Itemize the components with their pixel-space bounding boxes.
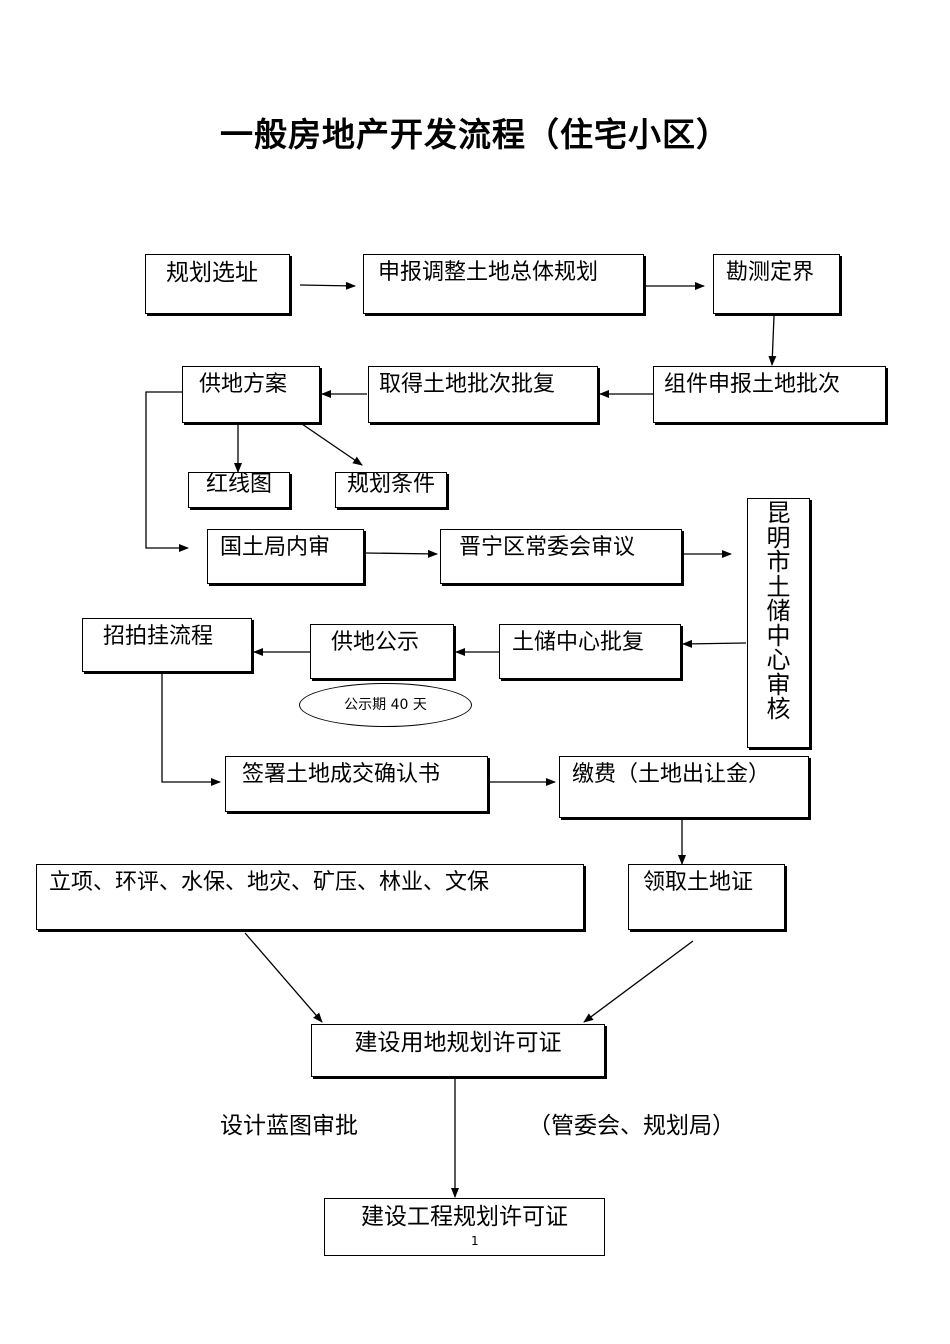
vertical-char: 中 bbox=[766, 621, 791, 650]
vertical-char: 昆 bbox=[766, 499, 791, 527]
node-survey-boundary: 勘测定界 bbox=[713, 254, 840, 314]
node-pay-land-fee: 缴费（土地出让金） bbox=[559, 756, 809, 818]
node-land-certificate: 领取土地证 bbox=[628, 864, 785, 930]
node-apply-land-batch: 组件申报土地批次 bbox=[653, 366, 886, 423]
node-auction-process: 招拍挂流程 bbox=[82, 618, 252, 672]
vertical-char: 市 bbox=[766, 548, 791, 576]
arrow-n6-n9 bbox=[145, 391, 189, 552]
arrow-n18-n20 bbox=[244, 932, 323, 1023]
vertical-char: 土 bbox=[766, 572, 791, 601]
node-red-line-map: 红线图 bbox=[188, 472, 290, 508]
node-land-batch-approval: 取得土地批次批复 bbox=[368, 366, 598, 423]
note-authorities: （管委会、规划局） bbox=[528, 1113, 735, 1139]
arrow-n9-n10 bbox=[365, 549, 438, 558]
page-number: 1 bbox=[471, 1234, 479, 1248]
node-construction-permit: 建设工程规划许可证 bbox=[324, 1198, 605, 1256]
note-blueprint-approval: 设计蓝图审批 bbox=[220, 1113, 358, 1139]
node-district-committee: 晋宁区常委会审议 bbox=[440, 529, 682, 584]
node-land-bureau-review: 国土局内审 bbox=[207, 529, 364, 584]
node-planning-conditions: 规划条件 bbox=[335, 472, 447, 508]
node-kunming-reserve-review: 昆明市土储中心审核 bbox=[747, 498, 810, 748]
vertical-char: 核 bbox=[766, 695, 791, 723]
arrow-n3-n4 bbox=[768, 315, 777, 366]
vertical-char: 储 bbox=[766, 597, 791, 625]
vertical-char: 明 bbox=[766, 523, 791, 552]
arrow-n6-n8 bbox=[301, 423, 363, 466]
node-sign-transaction: 签署土地成交确认书 bbox=[225, 756, 488, 812]
node-land-supply-plan: 供地方案 bbox=[182, 366, 320, 423]
notice-period-label: 公示期 40 天 bbox=[344, 697, 427, 713]
page-title: 一般房地产开发流程（住宅小区） bbox=[220, 115, 730, 154]
vertical-char: 心 bbox=[766, 646, 791, 674]
vertical-char: 审 bbox=[766, 670, 791, 699]
node-adjust-land-plan: 申报调整土地总体规划 bbox=[363, 254, 644, 314]
arrow-n14-n16 bbox=[161, 673, 221, 786]
node-site-selection: 规划选址 bbox=[145, 254, 290, 314]
node-land-use-permit: 建设用地规划许可证 bbox=[311, 1024, 605, 1077]
node-reserve-approval: 土储中心批复 bbox=[499, 624, 681, 679]
node-notice-period: 公示期 40 天 bbox=[299, 683, 472, 727]
arrow-n11-n12 bbox=[682, 639, 747, 648]
arrow-n19-n20 bbox=[583, 940, 694, 1023]
arrow-n1-n2 bbox=[299, 281, 356, 290]
node-land-supply-notice: 供地公示 bbox=[310, 624, 454, 679]
node-project-approvals: 立项、环评、水保、地灾、矿压、林业、文保 bbox=[36, 864, 584, 930]
